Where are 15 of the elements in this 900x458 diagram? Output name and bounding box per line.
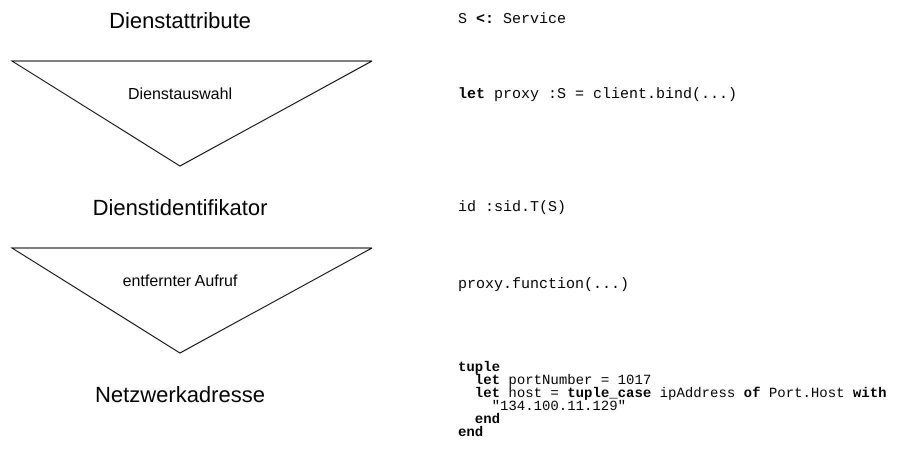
code-line: let proxy :S = client.bind(...): [458, 86, 738, 104]
code-line: let portNumber = 1017: [474, 375, 652, 388]
code-line: "134.100.11.129": [492, 401, 626, 414]
level-heading: Netzwerkadresse: [95, 382, 265, 408]
stage-label: Dienstauswahl: [128, 86, 232, 104]
code-line: tuple: [458, 362, 500, 375]
level-heading: Dienstattribute: [109, 8, 251, 34]
code-line: end: [458, 427, 484, 440]
code-line: S <: Service: [458, 11, 566, 29]
code-line: id :sid.T(S): [458, 199, 566, 217]
code-line: proxy.function(...): [458, 276, 630, 294]
level-heading: Dienstidentifikator: [92, 195, 268, 221]
stage-label: entfernter Aufruf: [122, 273, 238, 291]
code-line: let host = tuple_case ipAddress of Port.Host with: [474, 388, 887, 401]
code-line: end: [474, 414, 500, 427]
